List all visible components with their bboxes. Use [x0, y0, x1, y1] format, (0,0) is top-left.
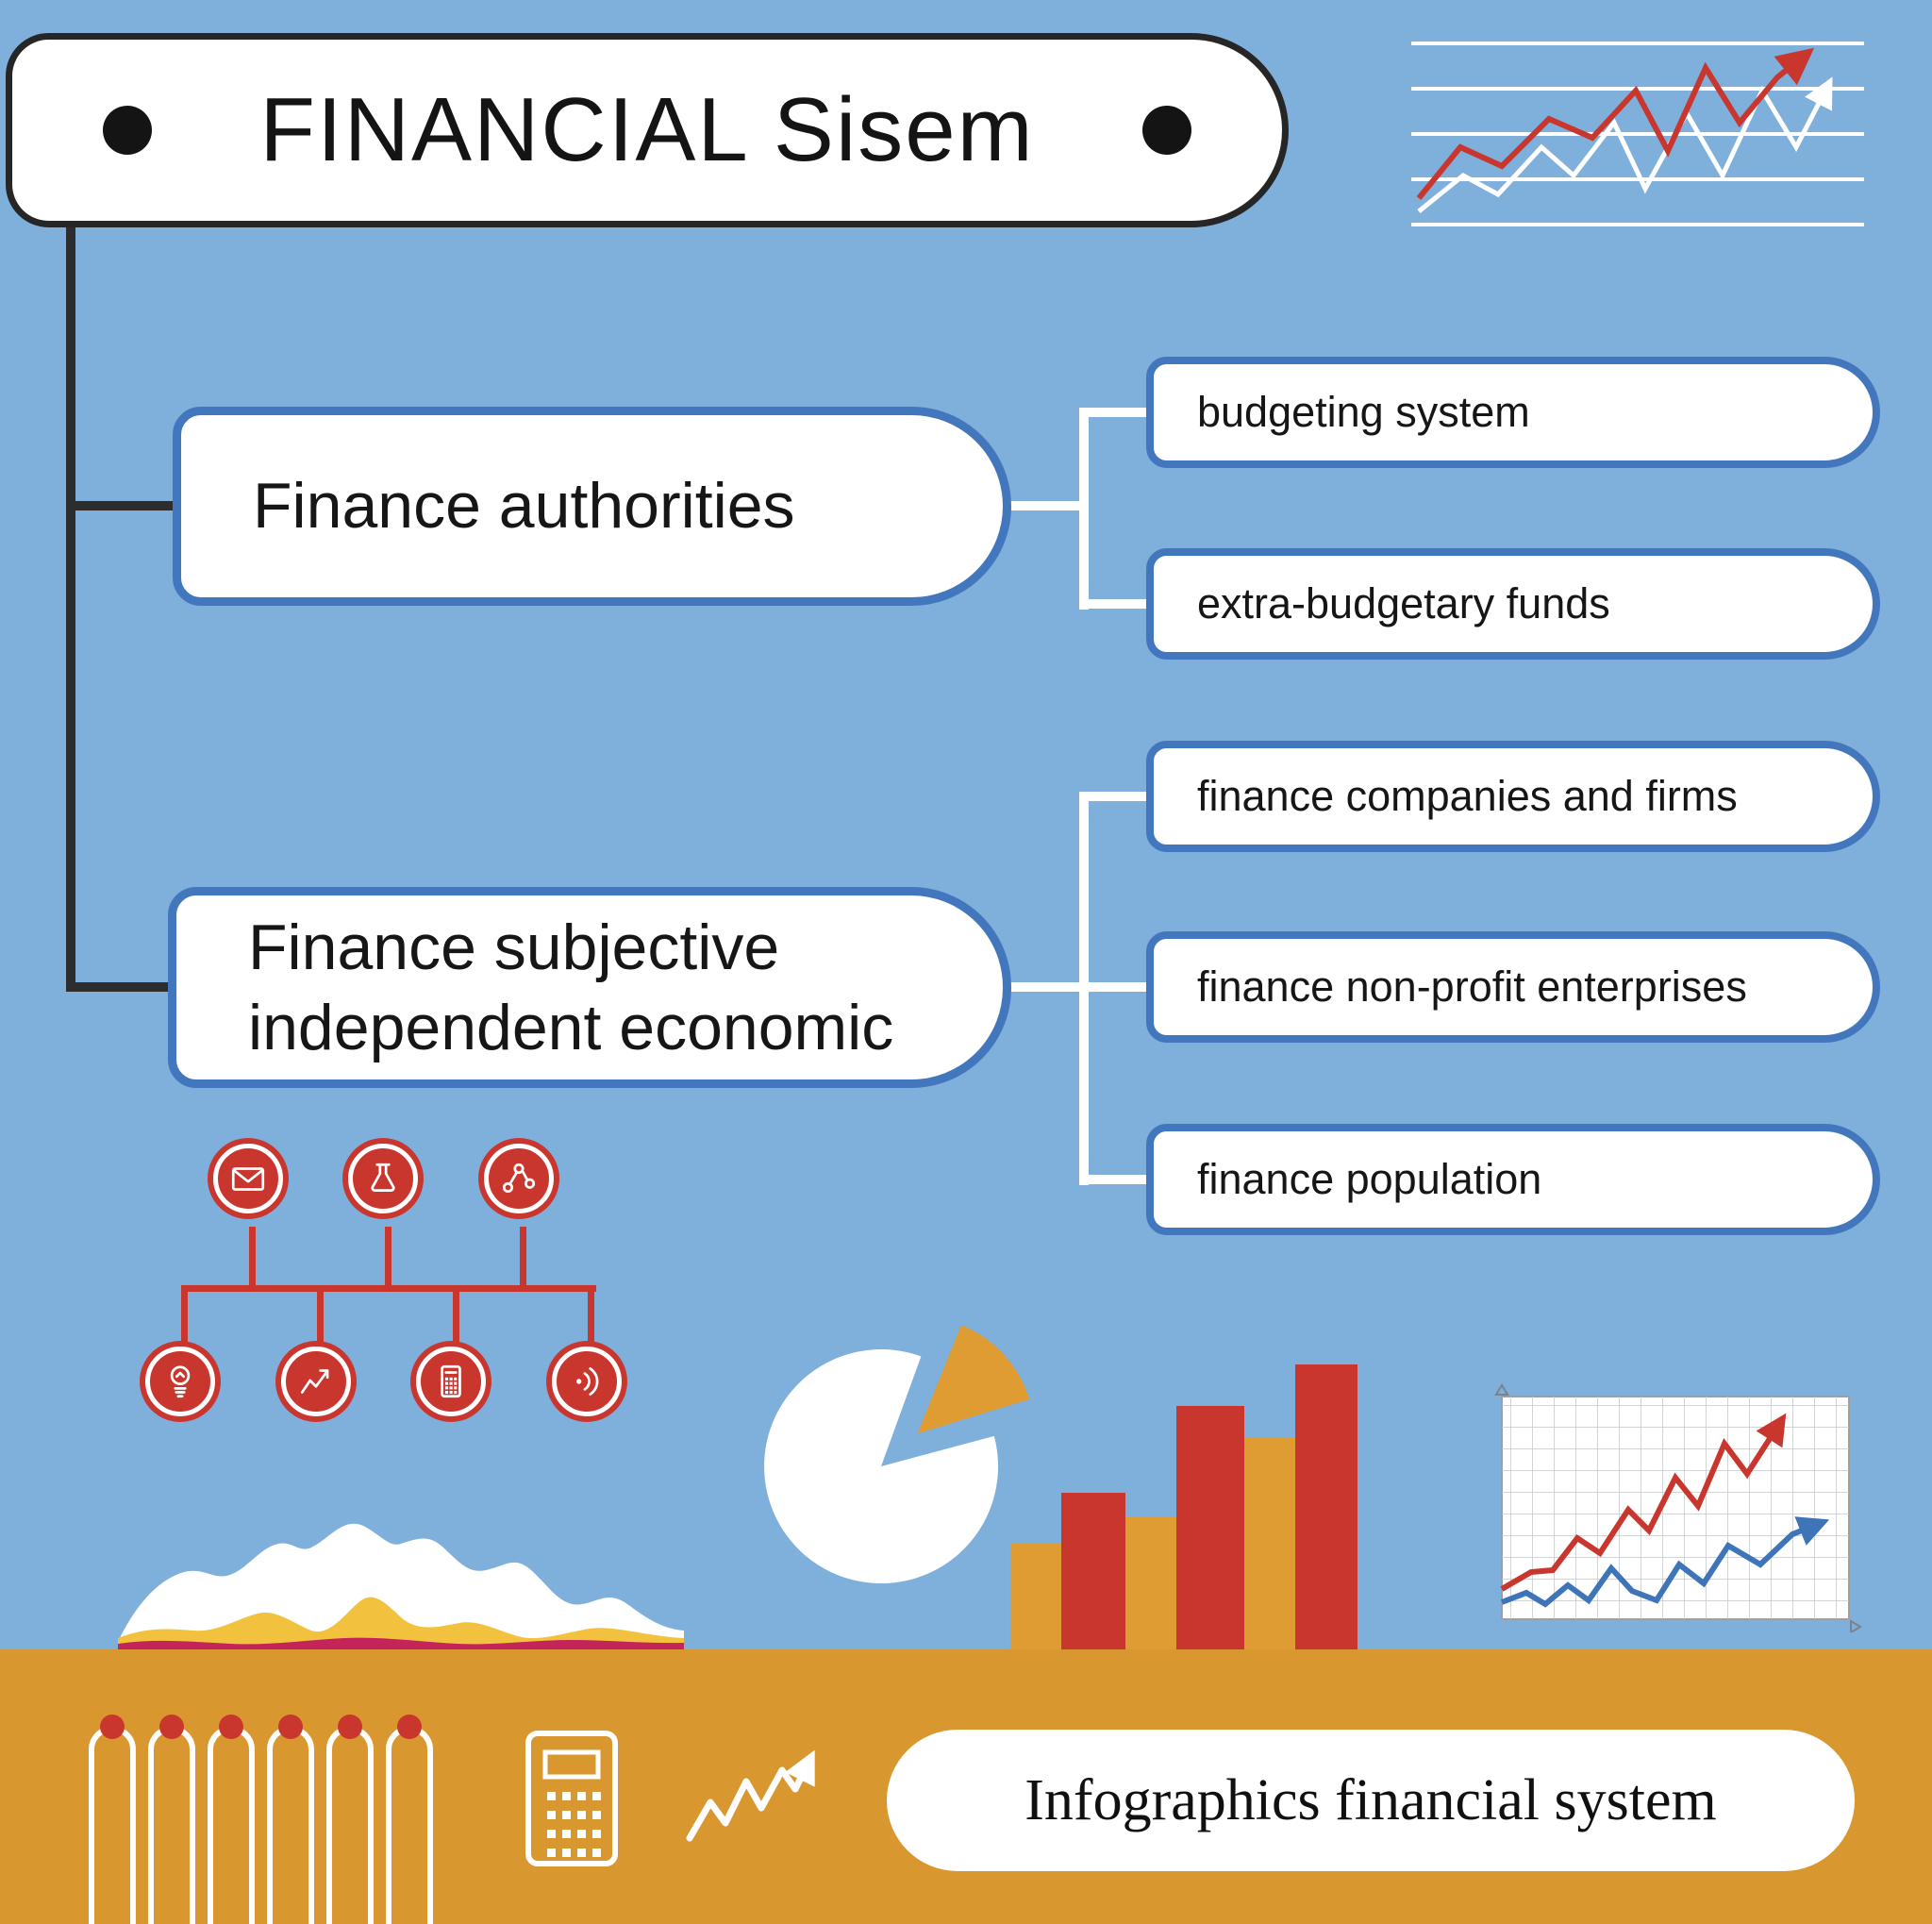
tree-branch-line-2: [66, 982, 179, 992]
title-banner: FINANCIAL Sisem: [6, 33, 1289, 227]
node-finance-nonprofit: finance non-profit enterprises: [1146, 931, 1880, 1043]
pie-slice-orange-exploded: [917, 1325, 1030, 1434]
icon-circle: [348, 1144, 418, 1213]
node-label: Finance authorities: [253, 470, 795, 543]
node-finance-companies: finance companies and firms: [1146, 741, 1880, 852]
envelope-icon: [231, 1167, 265, 1191]
tree-branch-line-1: [66, 501, 179, 510]
icon-circle: [484, 1144, 554, 1213]
connector-extrabudgetary-stub: [1079, 599, 1151, 609]
connector-authorities-bracket: [1079, 408, 1089, 610]
icon-tree-stem: [588, 1289, 594, 1346]
matchstick-icon: [326, 1726, 374, 1924]
matchstick-icon: [208, 1726, 255, 1924]
bullet-dot-left: [103, 106, 152, 155]
footer-banner-text: Infographics financial system: [1024, 1767, 1717, 1832]
icon-tree-stem: [317, 1289, 324, 1346]
page-title: FINANCIAL Sisem: [259, 79, 1035, 180]
node-budgeting-system: budgeting system: [1146, 357, 1880, 468]
area-layer-magenta: [118, 1637, 684, 1649]
calculator-outline-icon: [525, 1731, 618, 1866]
icon-circle: [416, 1347, 486, 1416]
bar: [1295, 1364, 1357, 1649]
matchstick-icon: [89, 1726, 136, 1924]
flask-icon: [371, 1163, 395, 1192]
node-finance-subjective: Finance subjective independent economic: [168, 887, 1011, 1088]
icon-tree-stem: [249, 1227, 256, 1289]
tree-trunk-line: [66, 226, 75, 992]
connector-nonprofit-stub: [1079, 982, 1151, 992]
chart-line-icon: [300, 1369, 329, 1394]
icon-circle: [552, 1347, 622, 1416]
connector-population-stub: [1079, 1175, 1151, 1184]
icon-tree-stem: [385, 1227, 391, 1289]
blue-trend-line: [1500, 1516, 1830, 1608]
axis-arrow-right: [1850, 1619, 1862, 1632]
axis-arrow-up: [1494, 1383, 1509, 1396]
matchstick-icon: [148, 1726, 195, 1924]
node-finance-population: finance population: [1146, 1124, 1880, 1235]
pie-chart: [764, 1325, 1030, 1584]
node-label: budgeting system: [1197, 388, 1530, 436]
icon-tree-stem: [181, 1289, 188, 1346]
node-label: finance companies and firms: [1197, 772, 1738, 820]
connector-authorities-stub: [1002, 501, 1089, 510]
icon-circle: [145, 1347, 215, 1416]
matchstick-icon: [267, 1726, 314, 1924]
icon-tree-stem: [520, 1227, 526, 1289]
connector-subjective-stub: [1002, 982, 1089, 992]
red-trend-line: [1500, 1413, 1787, 1592]
bullet-dot-right: [1142, 106, 1191, 155]
icon-circle: [281, 1347, 351, 1416]
area-chart: [118, 1523, 684, 1649]
calculator-icon: [441, 1364, 461, 1398]
icon-circle: [213, 1144, 283, 1213]
node-finance-authorities: Finance authorities: [173, 407, 1011, 606]
matchstick-icon: [386, 1726, 433, 1924]
bar-chart: [1010, 1356, 1359, 1649]
pie-slice-white: [764, 1349, 999, 1584]
node-label: finance population: [1197, 1155, 1542, 1203]
bar: [1061, 1493, 1125, 1649]
bar: [1176, 1406, 1244, 1649]
zigzag-arrow-icon: [686, 1749, 815, 1842]
footer-banner: Infographics financial system: [887, 1730, 1855, 1871]
node-label: extra-budgetary funds: [1197, 579, 1610, 627]
icon-tree-rail: [181, 1285, 596, 1292]
top-right-line-chart: [1411, 42, 1864, 226]
node-label: finance non-profit enterprises: [1197, 962, 1747, 1011]
share-nodes-icon: [502, 1163, 536, 1194]
area-layer-yellow: [118, 1597, 684, 1649]
connector-budgeting-stub: [1079, 408, 1151, 417]
grid-line-chart: [1494, 1383, 1862, 1632]
lightbulb-icon: [170, 1365, 191, 1398]
node-label: Finance subjective independent economic: [248, 912, 894, 1063]
icon-tree-stem: [453, 1289, 459, 1346]
connector-companies-stub: [1079, 792, 1151, 801]
signal-icon: [575, 1366, 599, 1397]
node-extra-budgetary-funds: extra-budgetary funds: [1146, 548, 1880, 660]
